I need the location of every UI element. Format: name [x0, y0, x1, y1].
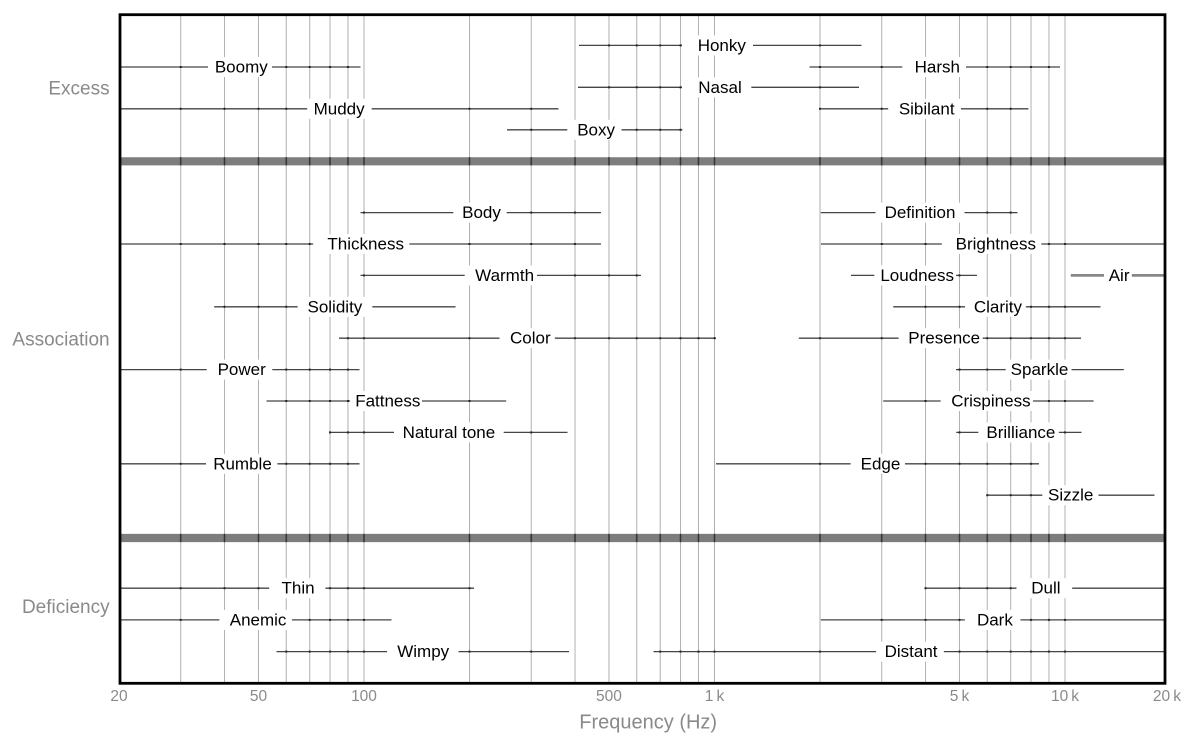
svg-text:Fattness: Fattness [355, 392, 420, 411]
svg-text:Brilliance: Brilliance [986, 423, 1055, 442]
svg-text:Loudness: Loudness [880, 266, 954, 285]
svg-text:Muddy: Muddy [314, 99, 366, 118]
svg-text:Frequency (Hz): Frequency (Hz) [579, 712, 717, 734]
svg-text:Power: Power [218, 360, 267, 379]
svg-text:Boomy: Boomy [215, 58, 268, 77]
svg-text:10 k: 10 k [1051, 688, 1079, 705]
svg-text:Wimpy: Wimpy [397, 642, 449, 661]
svg-text:Solidity: Solidity [307, 297, 362, 316]
svg-text:Presence: Presence [908, 329, 980, 348]
svg-text:Dull: Dull [1031, 579, 1060, 598]
svg-text:Natural tone: Natural tone [403, 423, 496, 442]
svg-text:Distant: Distant [885, 642, 938, 661]
svg-text:50: 50 [250, 688, 268, 705]
svg-text:Sizzle: Sizzle [1048, 486, 1093, 505]
svg-text:Brightness: Brightness [956, 235, 1036, 254]
svg-text:1 k: 1 k [705, 688, 725, 705]
svg-text:Warmth: Warmth [475, 266, 534, 285]
svg-text:100: 100 [351, 688, 377, 705]
svg-text:500: 500 [596, 688, 622, 705]
svg-text:Edge: Edge [861, 454, 901, 473]
svg-text:Anemic: Anemic [230, 610, 287, 629]
svg-text:Boxy: Boxy [577, 120, 615, 139]
svg-text:Sibilant: Sibilant [899, 99, 955, 118]
svg-text:20 k: 20 k [1153, 688, 1181, 705]
svg-text:Thin: Thin [282, 579, 315, 598]
svg-text:Excess: Excess [48, 78, 109, 99]
svg-text:20: 20 [110, 688, 128, 705]
svg-text:Body: Body [462, 203, 501, 222]
svg-text:Thickness: Thickness [327, 235, 404, 254]
svg-text:Association: Association [12, 329, 109, 350]
svg-text:Dark: Dark [977, 610, 1013, 629]
svg-text:Air: Air [1109, 266, 1130, 285]
svg-text:Clarity: Clarity [974, 297, 1023, 316]
svg-text:Deficiency: Deficiency [22, 597, 110, 618]
svg-text:5 k: 5 k [950, 688, 970, 705]
svg-text:Honky: Honky [698, 36, 747, 55]
svg-text:Sparkle: Sparkle [1011, 360, 1069, 379]
svg-text:Nasal: Nasal [698, 78, 741, 97]
svg-text:Harsh: Harsh [915, 58, 960, 77]
svg-text:Color: Color [510, 329, 551, 348]
svg-text:Definition: Definition [885, 203, 956, 222]
svg-text:Rumble: Rumble [213, 454, 272, 473]
svg-text:Crispiness: Crispiness [951, 392, 1030, 411]
